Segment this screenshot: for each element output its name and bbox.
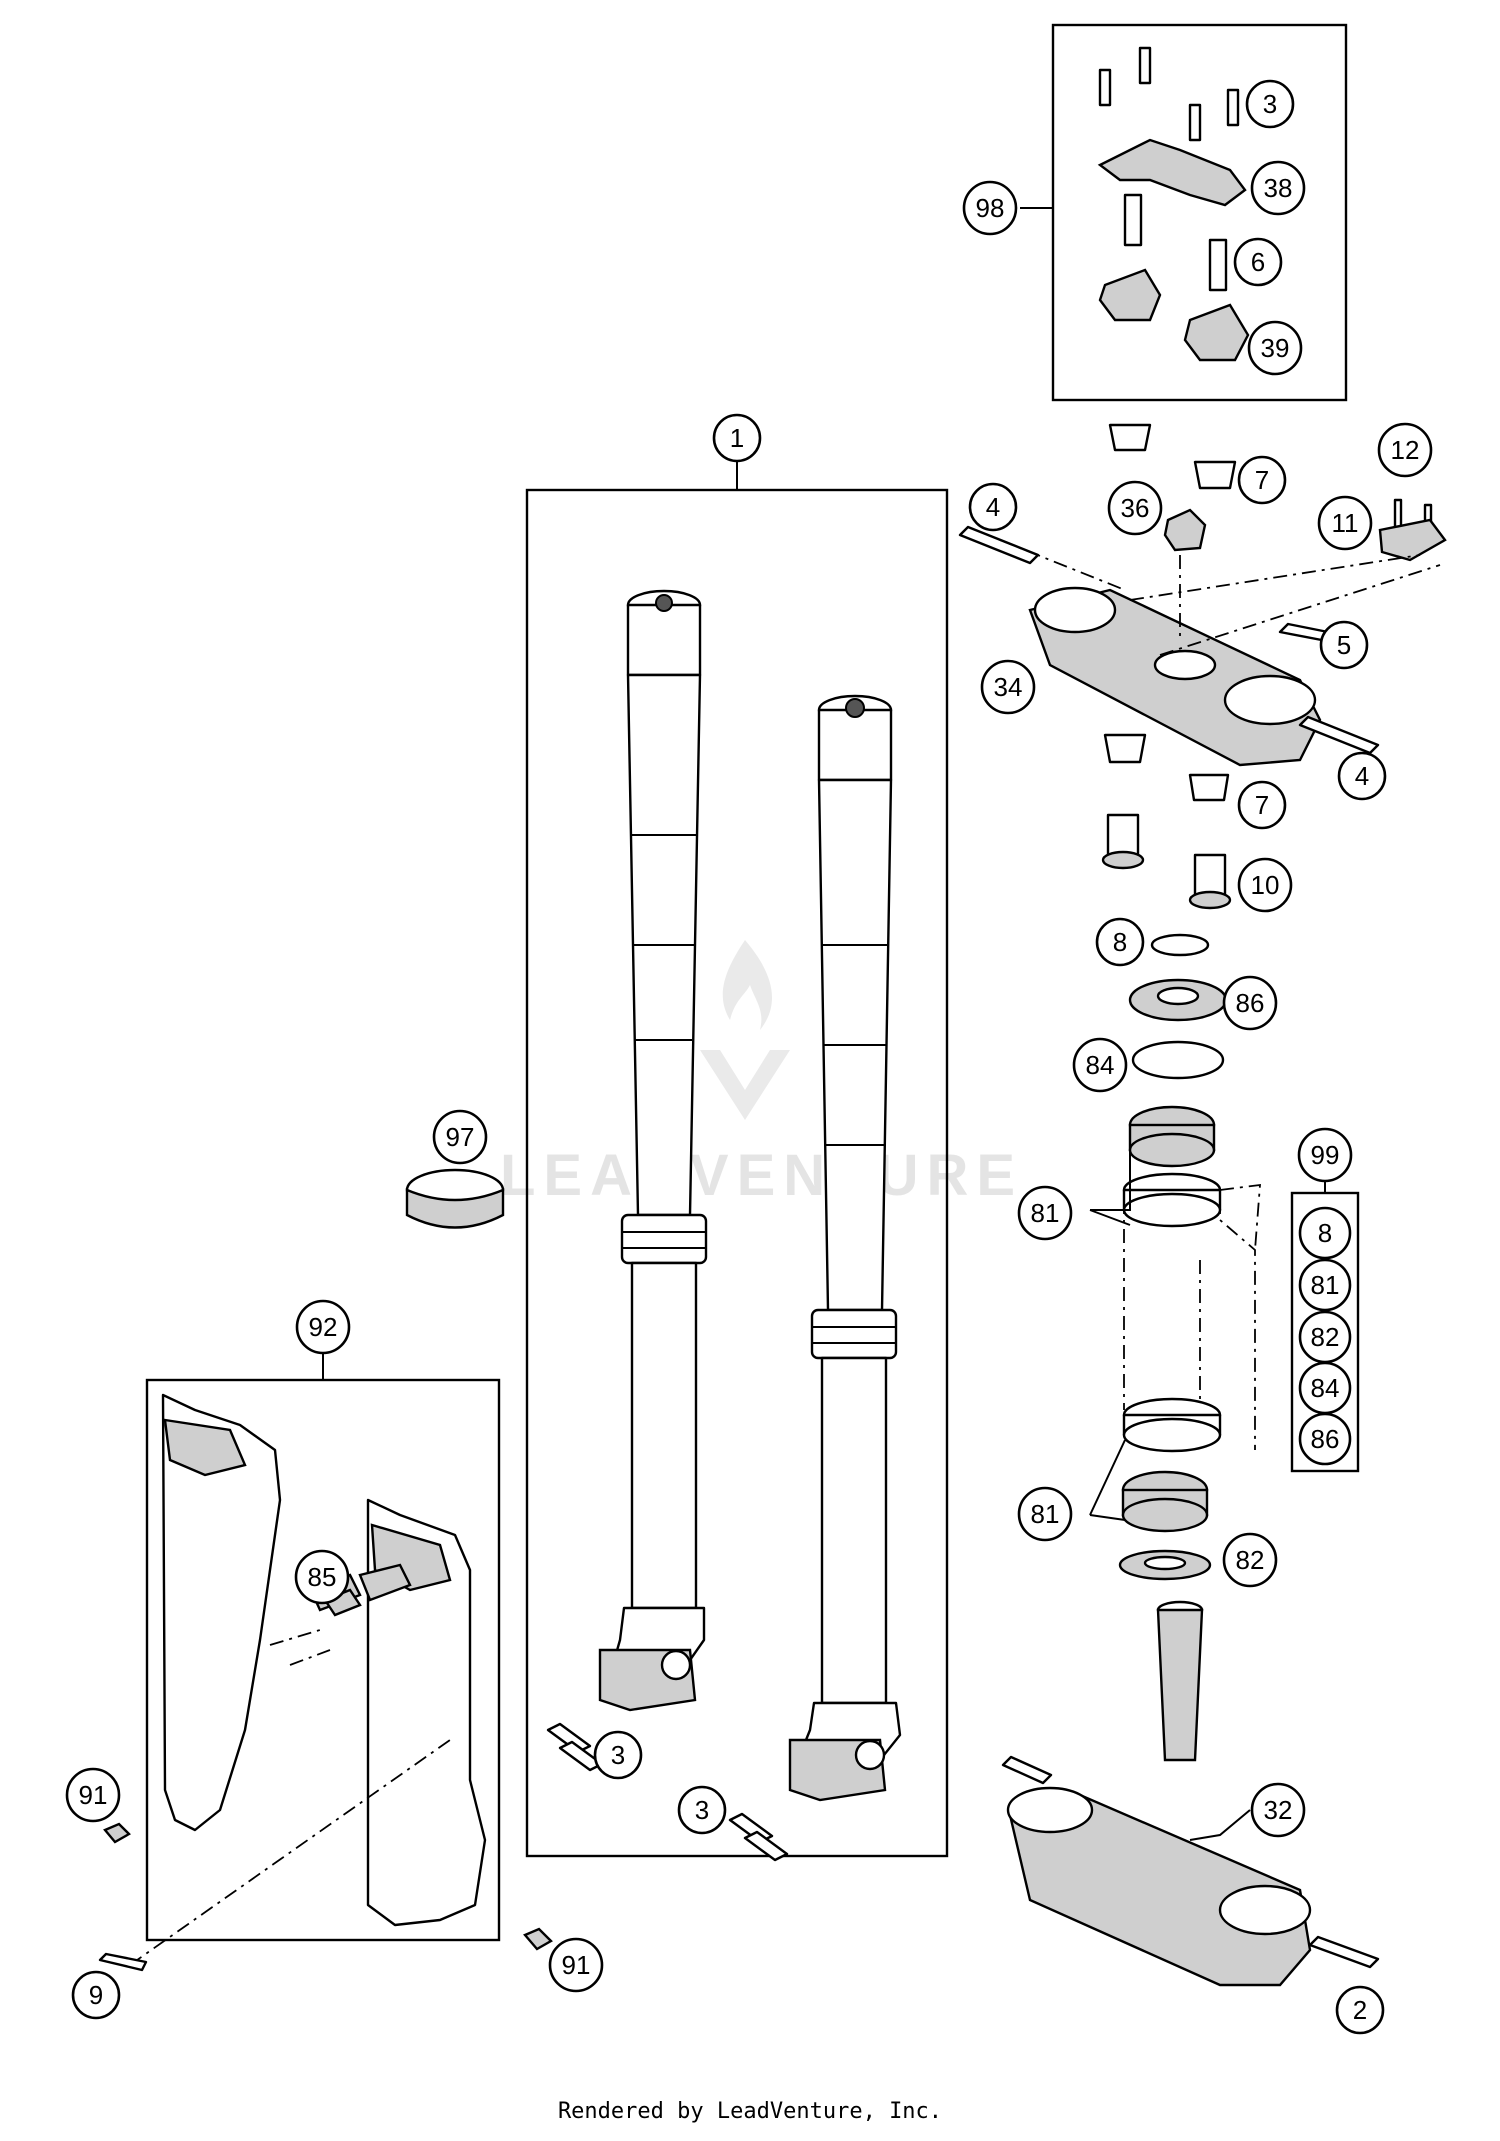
callout-32: 32 — [1250, 1782, 1306, 1838]
callout-82: 82 — [1222, 1532, 1278, 1588]
steering-bearings — [1118, 933, 1261, 1581]
svg-text:5: 5 — [1337, 630, 1351, 660]
callout-81-bottom: 81 — [1017, 1486, 1073, 1542]
callout-2: 2 — [1335, 1985, 1385, 2035]
stem-bushings — [1101, 733, 1232, 910]
svg-text:82: 82 — [1236, 1545, 1265, 1575]
fork-clamp-bolts-left — [546, 1722, 604, 1772]
callout-3-top: 3 — [1245, 79, 1295, 129]
callout-11: 11 — [1317, 495, 1373, 551]
svg-text:38: 38 — [1264, 173, 1293, 203]
upper-triple-clamp-parts — [958, 423, 1447, 767]
svg-text:86: 86 — [1236, 988, 1265, 1018]
svg-text:8: 8 — [1318, 1218, 1332, 1248]
svg-text:10: 10 — [1251, 870, 1280, 900]
svg-text:36: 36 — [1121, 493, 1150, 523]
callout-39: 39 — [1247, 320, 1303, 376]
right-fork-leg — [788, 694, 902, 1802]
left-fork-leg — [598, 589, 708, 1712]
callout-8: 8 — [1095, 917, 1145, 967]
svg-text:7: 7 — [1255, 790, 1269, 820]
svg-text:4: 4 — [986, 492, 1000, 522]
svg-text:3: 3 — [611, 1740, 625, 1770]
svg-text:92: 92 — [309, 1312, 338, 1342]
callout-3-right: 3 — [677, 1785, 727, 1835]
svg-text:6: 6 — [1251, 247, 1265, 277]
leadventure-watermark: LEADVENTURE — [500, 940, 1023, 1208]
svg-text:12: 12 — [1391, 435, 1420, 465]
svg-text:3: 3 — [695, 1795, 709, 1825]
callout-7-top: 7 — [1237, 455, 1287, 505]
svg-text:81: 81 — [1031, 1198, 1060, 1228]
kit-99-item-5: 86 — [1298, 1412, 1352, 1466]
callout-36: 36 — [1107, 480, 1163, 536]
callout-10: 10 — [1237, 857, 1293, 913]
svg-text:86: 86 — [1311, 1424, 1340, 1454]
callout-5: 5 — [1319, 620, 1369, 670]
svg-text:81: 81 — [1311, 1270, 1340, 1300]
svg-text:91: 91 — [562, 1950, 591, 1980]
svg-text:3: 3 — [1263, 89, 1277, 119]
svg-text:2: 2 — [1353, 1995, 1367, 2025]
callout-92: 92 — [295, 1299, 351, 1355]
ring-part — [405, 1168, 505, 1229]
svg-text:1: 1 — [730, 423, 744, 453]
svg-text:98: 98 — [976, 193, 1005, 223]
callout-4-bottom: 4 — [1337, 751, 1387, 801]
footer-credit: Rendered by LeadVenture, Inc. — [558, 2099, 942, 2124]
callout-12: 12 — [1377, 422, 1433, 478]
svg-text:99: 99 — [1311, 1140, 1340, 1170]
callout-4-top: 4 — [968, 482, 1018, 532]
svg-text:7: 7 — [1255, 465, 1269, 495]
svg-text:32: 32 — [1264, 1795, 1293, 1825]
callout-1: 1 — [712, 413, 762, 463]
svg-text:9: 9 — [89, 1980, 103, 2010]
svg-text:39: 39 — [1261, 333, 1290, 363]
fork-clamp-bolts-right — [728, 1812, 789, 1862]
kit-99-item-2: 81 — [1298, 1258, 1352, 1312]
kit-99-item-4: 84 — [1298, 1361, 1352, 1415]
callout-98: 98 — [962, 180, 1018, 236]
callout-91-left: 91 — [65, 1767, 121, 1823]
fork-guard-screws — [98, 1822, 553, 1972]
callout-6: 6 — [1233, 237, 1283, 287]
callout-3-left: 3 — [593, 1730, 643, 1780]
svg-text:4: 4 — [1355, 761, 1369, 791]
callout-91-bottom: 91 — [548, 1937, 604, 1993]
callout-9: 9 — [71, 1970, 121, 2020]
svg-text:97: 97 — [446, 1122, 475, 1152]
svg-text:8: 8 — [1113, 927, 1127, 957]
handlebar-clamp-kit-frame — [1051, 23, 1348, 402]
callout-85: 85 — [294, 1549, 350, 1605]
svg-text:34: 34 — [994, 672, 1023, 702]
callout-34: 34 — [980, 659, 1036, 715]
kit-99-item-3: 82 — [1298, 1310, 1352, 1364]
watermark-text: LEADVENTURE — [500, 1143, 1023, 1208]
handlebar-clamp-parts — [1097, 46, 1250, 362]
callout-84: 84 — [1072, 1037, 1128, 1093]
lower-triple-clamp — [1001, 1600, 1380, 1987]
callout-7-bottom: 7 — [1237, 780, 1287, 830]
callout-97: 97 — [432, 1109, 488, 1165]
fork-guards — [129, 1393, 487, 1966]
callout-81-top: 81 — [1017, 1185, 1073, 1241]
callout-38: 38 — [1250, 160, 1306, 216]
svg-text:84: 84 — [1311, 1373, 1340, 1403]
svg-text:81: 81 — [1031, 1499, 1060, 1529]
callout-86: 86 — [1222, 975, 1278, 1031]
svg-text:91: 91 — [79, 1780, 108, 1810]
svg-text:11: 11 — [1332, 508, 1359, 538]
svg-text:82: 82 — [1311, 1322, 1340, 1352]
svg-text:85: 85 — [308, 1562, 337, 1592]
svg-text:84: 84 — [1086, 1050, 1115, 1080]
callout-99: 99 — [1297, 1127, 1353, 1183]
kit-99-item-1: 8 — [1298, 1206, 1352, 1260]
